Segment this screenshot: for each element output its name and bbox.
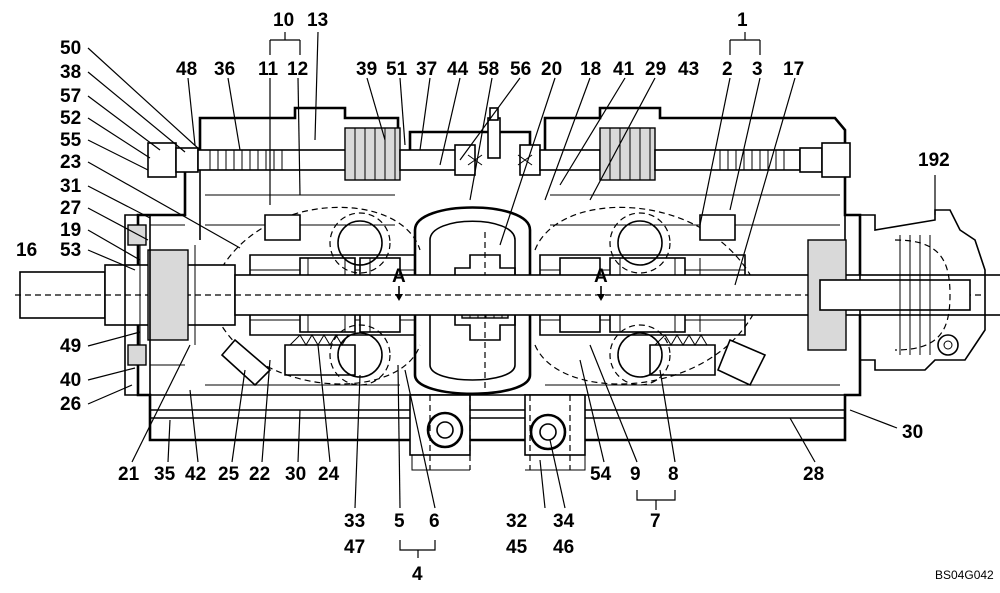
label-6: 6 [429,511,440,532]
label-45: 45 [506,537,528,558]
leader-lines [87,31,936,558]
label-19: 19 [60,220,81,241]
label-34: 34 [553,511,575,532]
section-mark-left: A [392,266,406,287]
label-1: 1 [737,10,748,31]
label-51: 51 [386,59,408,80]
label-29: 29 [645,59,666,80]
part-labels: 10 13 1 11 12 2 3 17 48 36 39 51 37 44 5… [16,10,994,585]
label-9: 9 [630,464,641,485]
label-48: 48 [176,59,197,80]
label-39: 39 [356,59,377,80]
label-38: 38 [60,62,81,83]
label-2: 2 [722,59,733,80]
label-10: 10 [273,10,294,31]
label-32: 32 [506,511,527,532]
label-50: 50 [60,38,81,59]
label-58: 58 [478,59,499,80]
label-12: 12 [287,59,308,80]
label-42: 42 [185,464,206,485]
label-192: 192 [918,150,950,171]
rear-gear-pump [819,209,986,371]
label-28: 28 [803,464,824,485]
label-25: 25 [218,464,240,485]
label-56: 56 [510,59,531,80]
label-49: 49 [60,336,81,357]
label-3: 3 [752,59,763,80]
front-cover [124,214,185,396]
section-mark-right: A [594,266,608,287]
label-37: 37 [416,59,437,80]
label-30-bottom: 30 [285,464,306,485]
label-43: 43 [678,59,699,80]
label-26: 26 [60,394,81,415]
label-30-right: 30 [902,422,923,443]
adjusting-screws [147,127,851,181]
label-52: 52 [60,108,81,129]
label-8: 8 [668,464,679,485]
label-18: 18 [580,59,601,80]
label-57: 57 [60,86,81,107]
label-4: 4 [412,564,423,585]
label-21: 21 [118,464,140,485]
label-13: 13 [307,10,328,31]
label-35: 35 [154,464,176,485]
label-17: 17 [783,59,804,80]
label-53: 53 [60,240,81,261]
label-16: 16 [16,240,37,261]
label-27: 27 [60,198,81,219]
label-31: 31 [60,176,82,197]
section-marks: A A [392,266,608,301]
label-41: 41 [613,59,635,80]
label-22: 22 [249,464,270,485]
label-7: 7 [650,511,661,532]
label-5: 5 [394,511,405,532]
drawing-code: BS04G042 [935,568,994,582]
label-11: 11 [258,59,279,80]
label-36: 36 [214,59,235,80]
label-46: 46 [553,537,574,558]
label-44: 44 [447,59,469,80]
label-55: 55 [60,130,82,151]
label-54: 54 [590,464,612,485]
label-33: 33 [344,511,365,532]
label-47: 47 [344,537,365,558]
label-23: 23 [60,152,81,173]
label-40: 40 [60,370,81,391]
label-20: 20 [541,59,562,80]
label-24: 24 [318,464,340,485]
